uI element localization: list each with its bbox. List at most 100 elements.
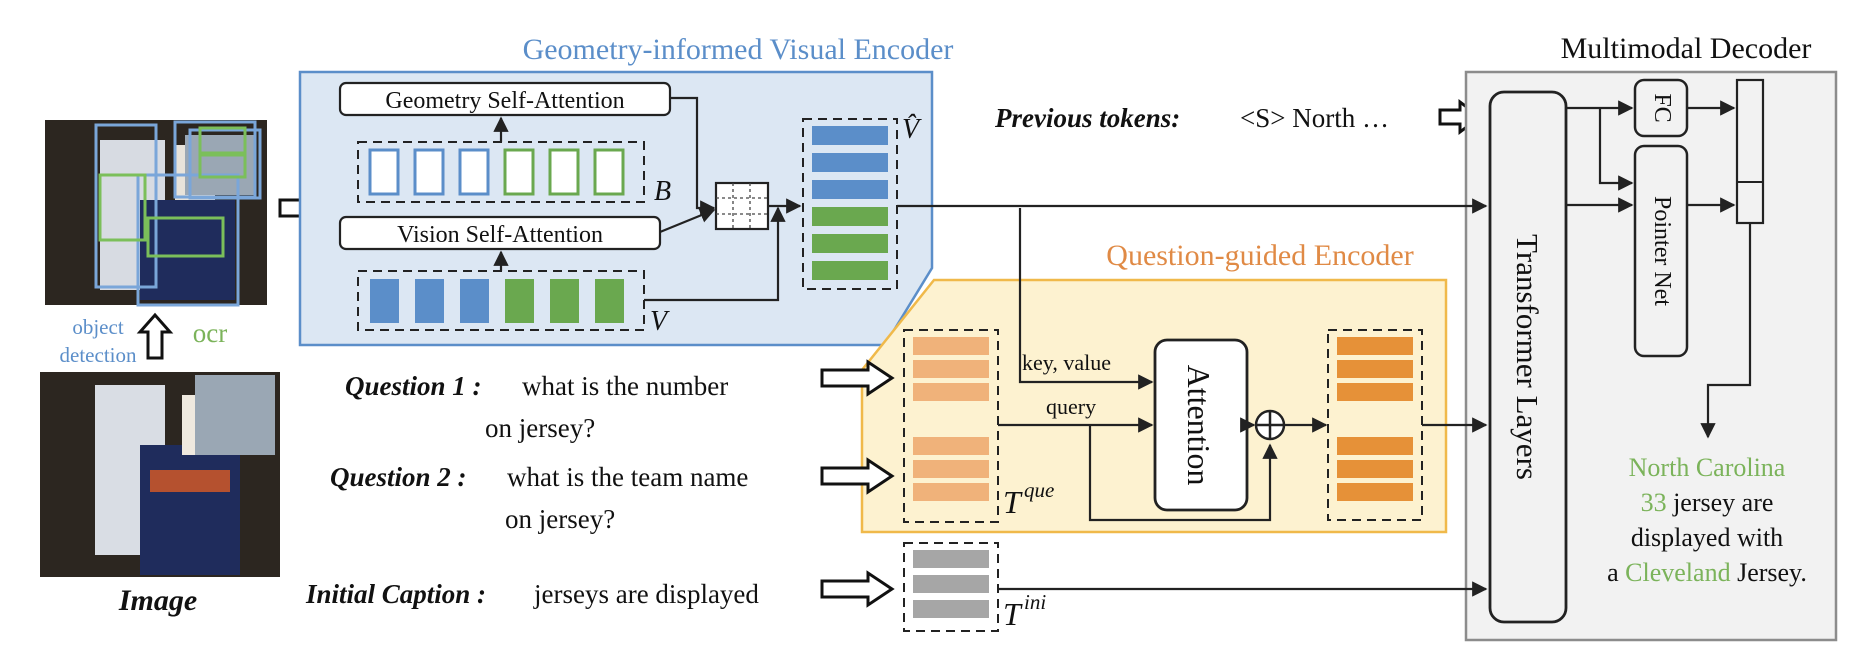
transformer-layers-box bbox=[1488, 90, 1568, 624]
question-2: Question 2 : what is the team name on je… bbox=[330, 457, 895, 534]
geometry-to-fusion-arrow bbox=[670, 96, 716, 216]
output-to-caption-arrow bbox=[1700, 223, 1752, 439]
tini-label: T bbox=[1003, 596, 1023, 632]
question-1-label: Question 1 : bbox=[345, 371, 482, 401]
hollow-up-arrow-icon bbox=[136, 312, 174, 360]
question-1-line1: what is the number bbox=[522, 371, 728, 401]
attention-label: Attention bbox=[1181, 365, 1217, 486]
caption-arrow-icon bbox=[820, 570, 895, 608]
v-feature-bars bbox=[370, 279, 624, 323]
qout-bar bbox=[1337, 383, 1413, 401]
vision-self-attention-label: Vision Self-Attention bbox=[397, 222, 603, 248]
tini-bar bbox=[913, 575, 989, 593]
v-bar bbox=[595, 279, 624, 323]
output-line-3: displayed with bbox=[1631, 523, 1783, 552]
v-bar bbox=[460, 279, 489, 323]
tque-bar bbox=[913, 360, 989, 378]
visual-encoder: Geometry-informed Visual Encoder Geometr… bbox=[298, 33, 954, 347]
tini-superscript: ini bbox=[1024, 590, 1046, 614]
ocr-label: ocr bbox=[193, 318, 227, 348]
initial-caption-label: Initial Caption : bbox=[305, 579, 486, 609]
output-line-4: a Cleveland Jersey. bbox=[1607, 558, 1807, 587]
multimodal-decoder: Multimodal Decoder Transformer Layers FC… bbox=[1464, 32, 1838, 642]
vhat-bar bbox=[812, 126, 888, 145]
object-detection-label-2: detection bbox=[60, 343, 137, 367]
detected-image bbox=[45, 120, 267, 307]
v-bar bbox=[370, 279, 399, 323]
tque-bar bbox=[913, 337, 989, 355]
question-2-line2: on jersey? bbox=[505, 504, 615, 534]
output-line-2: 33 jersey are bbox=[1641, 488, 1774, 517]
previous-tokens-text: <S> North … bbox=[1240, 103, 1389, 133]
tini-bar bbox=[913, 550, 989, 568]
fusion-grid-icon bbox=[714, 181, 770, 231]
b-slot bbox=[413, 148, 445, 196]
qout-bar bbox=[1337, 483, 1413, 501]
geometry-self-attention-label: Geometry Self-Attention bbox=[385, 88, 624, 114]
vhat-label: V̂ bbox=[902, 114, 922, 145]
qout-bar bbox=[1337, 360, 1413, 378]
b-slot bbox=[368, 148, 400, 196]
question-1-arrow-icon bbox=[820, 359, 895, 397]
output-vector bbox=[1735, 78, 1765, 225]
initial-caption-text: jerseys are displayed bbox=[533, 579, 759, 609]
question-encoder-title: Question-guided Encoder bbox=[1106, 239, 1413, 272]
image-label: Image bbox=[118, 584, 197, 617]
v-bar bbox=[550, 279, 579, 323]
qout-bar bbox=[1337, 437, 1413, 455]
v-bar bbox=[415, 279, 444, 323]
tque-bar bbox=[913, 483, 989, 501]
fc-label: FC bbox=[1649, 93, 1675, 122]
tque-bar bbox=[913, 437, 989, 455]
qout-bar bbox=[1337, 337, 1413, 355]
v-skip-arrow bbox=[644, 206, 786, 302]
output-line-1: North Carolina bbox=[1629, 453, 1786, 482]
b-slot bbox=[458, 148, 490, 196]
raw-image bbox=[40, 372, 280, 577]
tque-superscript: que bbox=[1024, 478, 1054, 502]
residual-arrow bbox=[1088, 425, 1278, 522]
v-label: V bbox=[650, 306, 670, 337]
question-1-line2: on jersey? bbox=[485, 413, 595, 443]
qout-bar bbox=[1337, 460, 1413, 478]
vision-self-attention-box bbox=[338, 215, 662, 251]
question-2-arrow-icon bbox=[820, 457, 895, 495]
image-panel: object detection ocr Image bbox=[40, 120, 280, 617]
key-value-arrow bbox=[1018, 208, 1154, 390]
b-feature-slots bbox=[368, 148, 625, 196]
object-detection-label-1: object bbox=[72, 315, 123, 339]
decoder-title: Multimodal Decoder bbox=[1561, 32, 1812, 65]
tque-label: T bbox=[1003, 484, 1023, 520]
question-encoder: Question-guided Encoder T que key, value… bbox=[860, 239, 1448, 534]
b-slot bbox=[593, 148, 625, 196]
pointer-net-label: Pointer Net bbox=[1649, 196, 1675, 306]
tini-feature-group bbox=[903, 542, 999, 632]
v-bar bbox=[505, 279, 534, 323]
b-slot bbox=[548, 148, 580, 196]
tini-bar bbox=[913, 600, 989, 618]
transformer-layers-label: Transformer Layers bbox=[1510, 234, 1545, 480]
key-value-label: key, value bbox=[1022, 350, 1111, 375]
b-slot bbox=[503, 148, 535, 196]
vhat-bar bbox=[812, 180, 888, 199]
previous-tokens-label: Previous tokens: bbox=[994, 103, 1180, 133]
vhat-feature-group bbox=[802, 118, 898, 290]
tque-bar bbox=[913, 460, 989, 478]
tque-feature-bars bbox=[913, 337, 989, 501]
vision-to-fusion-arrow bbox=[659, 208, 716, 234]
tque-feature-group bbox=[903, 329, 999, 523]
qenc-output-bars bbox=[1337, 337, 1413, 501]
vhat-bar bbox=[812, 153, 888, 172]
pointer-net-box bbox=[1633, 144, 1689, 358]
initial-caption: Initial Caption : jerseys are displayed … bbox=[305, 542, 1046, 632]
question-2-line1: what is the team name bbox=[507, 462, 748, 492]
vhat-feature-bars bbox=[812, 126, 888, 280]
transformer-to-pointer-arrow-a bbox=[1598, 108, 1634, 191]
visual-encoder-title: Geometry-informed Visual Encoder bbox=[523, 33, 954, 66]
vhat-bar bbox=[812, 261, 888, 280]
tque-bar bbox=[913, 383, 989, 401]
question-1: Question 1 : what is the number on jerse… bbox=[345, 359, 895, 443]
tini-feature-bars bbox=[913, 550, 989, 618]
b-label: B bbox=[654, 176, 671, 207]
